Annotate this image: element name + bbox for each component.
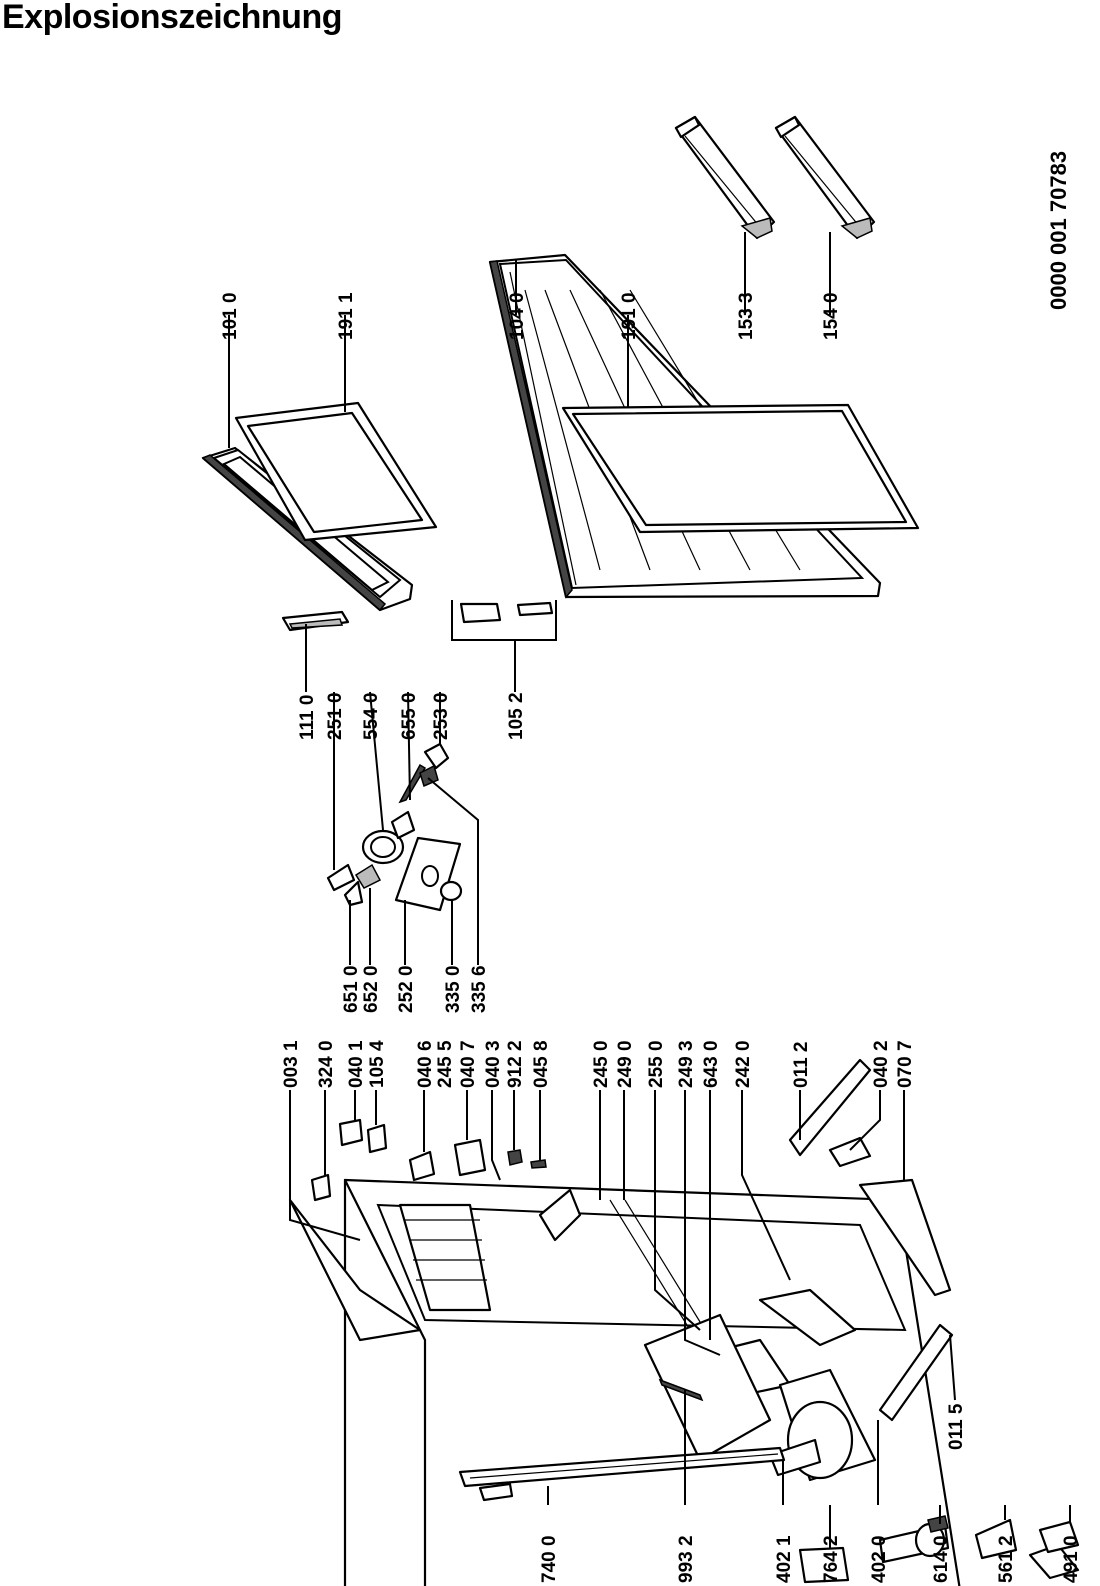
part-label: 655 0 [399,692,420,740]
part-label: 101 0 [220,292,241,340]
part-label: 040 6 [415,1040,436,1088]
part-label: 242 0 [733,1040,754,1088]
part-label: 740 0 [539,1535,560,1583]
part-label: 154 0 [821,292,842,340]
part-label: 651 0 [341,965,362,1013]
part-label: 045 8 [531,1040,552,1088]
part-label: 040 3 [483,1040,504,1088]
cabinet-003-1-drawing [288,1178,961,1586]
drawings [201,115,1080,1586]
hinge-set-105-2-drawing [451,600,557,641]
part-label: 111 0 [297,695,318,740]
part-label: 153 3 [736,292,757,340]
upper-door-gasket-191-1-drawing [234,401,438,542]
part-label: 040 1 [346,1040,367,1088]
part-label: 912 2 [505,1040,526,1088]
part-label: 491 0 [1061,1535,1082,1583]
part-label: 105 2 [506,692,527,740]
part-label: 070 7 [895,1040,916,1088]
part-label: 040 2 [871,1040,892,1088]
part-label: 104 0 [507,292,528,340]
part-label: 614 0 [931,1535,952,1583]
compressor-area-drawing [643,1058,954,1584]
door-shelf-153-3-drawing [674,115,776,240]
part-label: 011 5 [946,1403,967,1450]
part-label: 993 2 [676,1535,697,1583]
part-label: 561 2 [996,1535,1017,1583]
electrical-parts-drawing [914,1515,1080,1580]
door-shelf-154-0-drawing [774,115,876,240]
part-label: 105 4 [367,1040,388,1088]
part-label: 643 0 [701,1040,722,1088]
leader-lines [228,232,1071,1548]
part-label: 402 0 [869,1535,890,1583]
part-label: 003 1 [281,1040,302,1088]
part-label: 253 0 [431,692,452,740]
part-label: 251 0 [325,692,346,740]
part-label: 249 3 [676,1040,697,1088]
part-label: 245 5 [435,1040,456,1088]
part-label: 764 2 [821,1535,842,1583]
part-label: 335 0 [443,965,464,1013]
part-label: 249 0 [615,1040,636,1088]
part-label: 255 0 [646,1040,667,1088]
part-labels: 101 0 191 1 104 0 191 0 153 3 154 0 111 … [220,292,1082,1583]
part-label: 011 2 [791,1042,812,1089]
page-title: Explosionszeichnung [2,0,342,36]
part-label: 252 0 [396,965,417,1013]
part-label: 191 0 [619,292,640,340]
part-label: 554 0 [361,692,382,740]
bracket-parts-drawing [310,1118,547,1202]
part-label: 335 6 [469,965,490,1013]
hinge-111-0-drawing [281,610,350,632]
part-label: 402 1 [774,1535,795,1583]
part-label: 191 1 [336,292,357,340]
lower-door-gasket-191-0-drawing [561,403,920,534]
thermostat-assembly-drawing [326,742,463,912]
part-label: 652 0 [361,965,382,1013]
part-label: 040 7 [458,1040,479,1088]
part-label: 245 0 [591,1040,612,1088]
part-label: 324 0 [316,1040,337,1088]
